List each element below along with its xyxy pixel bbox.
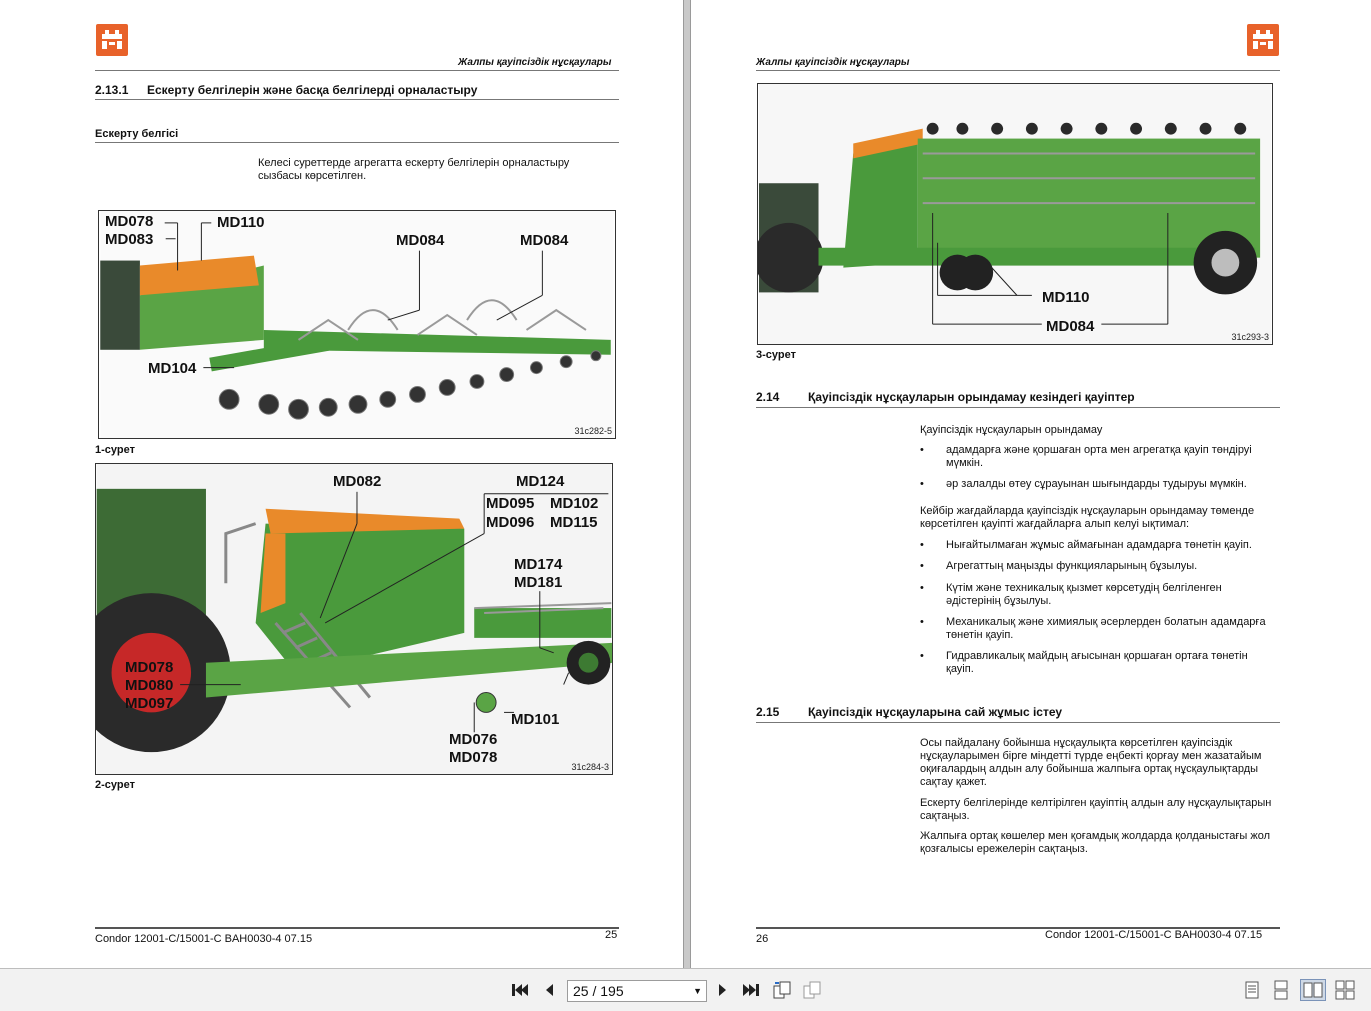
continuous-view-icon <box>1274 980 1288 1000</box>
footer-page-number: 25 <box>605 929 618 941</box>
label-md110: MD110 <box>1042 289 1090 306</box>
first-page-button[interactable] <box>509 979 531 1001</box>
label-md078: MD078 <box>105 213 154 230</box>
label-md110: MD110 <box>217 214 265 231</box>
paragraph: Кейбір жағдайларда қауіпсіздік нұсқаулар… <box>920 505 1255 530</box>
page-number-select[interactable]: 25 / 195 ▼ <box>567 980 707 1002</box>
section-heading: 2.15 Қауіпсіздік нұсқауларына сай жұмыс і… <box>756 705 1062 719</box>
label-md096: MD096 <box>486 514 535 531</box>
section-number: 2.14 <box>756 390 780 404</box>
label-md102: MD102 <box>550 495 599 512</box>
page-gutter <box>683 0 691 968</box>
continuous-view-button[interactable] <box>1270 979 1292 1001</box>
label-md095: MD095 <box>486 495 535 512</box>
paragraph: Ескерту белгілерінде келтірілген қауіпті… <box>920 797 1272 822</box>
paragraph: Осы пайдалану бойынша нұсқаулықта көрсет… <box>920 737 1262 788</box>
figure-3: MD110 MD084 31c293-3 <box>757 83 1273 345</box>
label-md104: MD104 <box>148 360 197 377</box>
label-md084-a: MD084 <box>396 232 445 249</box>
label-md084: MD084 <box>1046 318 1095 335</box>
next-page-button[interactable] <box>712 979 734 1001</box>
label-md101: MD101 <box>511 711 560 728</box>
next-page-icon <box>719 984 726 996</box>
page-26: Жалпы қауіпсіздік нұсқаулары <box>691 0 1371 968</box>
first-page-icon <box>512 984 528 996</box>
header-rule <box>756 70 1280 71</box>
prev-page-button[interactable] <box>538 979 560 1001</box>
viewer-toolbar: 25 / 195 ▼ <box>0 968 1371 1011</box>
last-page-icon <box>743 984 759 996</box>
last-page-button[interactable] <box>740 979 762 1001</box>
section-title: Ескерту белгілерін және басқа белгілерді… <box>147 83 478 97</box>
copy-icon <box>803 981 821 999</box>
rotate-icon <box>773 981 791 999</box>
heading-rule <box>95 99 619 100</box>
footer-rule <box>95 927 619 929</box>
label-md124: MD124 <box>516 473 565 490</box>
single-page-view-icon <box>1245 981 1259 999</box>
paragraph: Қауіпсіздік нұсқауларын орындамау <box>920 424 1103 436</box>
label-md084-b: MD084 <box>520 232 569 249</box>
page-indicator: 25 / 195 <box>573 983 624 999</box>
label-md115: MD115 <box>550 514 598 531</box>
figure-id: 31c282-5 <box>574 426 612 436</box>
heading-rule <box>756 722 1280 723</box>
label-md181: MD181 <box>514 574 563 591</box>
two-page-view-button[interactable] <box>1300 979 1326 1001</box>
header-rule <box>95 70 619 71</box>
section-number: 2.13.1 <box>95 83 129 97</box>
label-md078-b: MD078 <box>125 659 174 676</box>
label-md097: MD097 <box>125 695 174 712</box>
prev-page-icon <box>546 984 553 996</box>
figure-id: 31c293-3 <box>1231 332 1269 342</box>
footer-doc: Condor 12001-C/15001-C BAH0030-4 07.15 <box>1045 929 1263 941</box>
footer-rule <box>756 927 1280 929</box>
chevron-down-icon: ▼ <box>693 986 702 996</box>
section-title: Қауіпсіздік нұсқауларына сай жұмыс істеу <box>808 705 1063 719</box>
running-header: Жалпы қауіпсіздік нұсқаулары <box>458 57 612 68</box>
running-header: Жалпы қауіпсіздік нұсқаулары <box>756 57 910 68</box>
rotate-button[interactable] <box>771 979 793 1001</box>
figure-2: MD082 MD124 MD095 MD102 MD096 MD115 MD17… <box>95 463 613 775</box>
label-md078-c: MD078 <box>449 749 498 766</box>
two-page-continuous-view-icon <box>1335 980 1355 1000</box>
figure-caption: 1-сурет <box>95 444 135 456</box>
copy-button[interactable] <box>801 979 823 1001</box>
section-heading: 2.14 Қауіпсіздік нұсқауларын орындамау ке… <box>756 390 1135 404</box>
figure-caption: 2-сурет <box>95 779 135 791</box>
paragraph: Жалпыға ортақ көшелер мен қоғамдық жолда… <box>920 830 1271 855</box>
figure-id: 31c284-3 <box>571 762 609 772</box>
subheading-rule <box>95 142 619 143</box>
section-heading: 2.13.1 Ескерту белгілерін және басқа белг… <box>95 83 477 97</box>
figure-caption: 3-сурет <box>756 349 796 361</box>
intro-text: Келесі суреттерде агрегатта ескерту белг… <box>258 157 570 182</box>
label-md083: MD083 <box>105 231 154 248</box>
label-md080: MD080 <box>125 677 174 694</box>
footer-page-number: 26 <box>756 933 769 945</box>
label-md174: MD174 <box>514 556 563 573</box>
heading-rule <box>756 407 1280 408</box>
two-page-continuous-view-button[interactable] <box>1334 979 1356 1001</box>
two-page-view-icon <box>1303 982 1323 998</box>
footer-doc: Condor 12001-C/15001-C BAH0030-4 07.15 <box>95 933 313 945</box>
amazone-logo <box>1247 24 1279 56</box>
label-md076: MD076 <box>449 731 498 748</box>
label-md082: MD082 <box>333 473 382 490</box>
single-page-view-button[interactable] <box>1241 979 1263 1001</box>
section-title: Қауіпсіздік нұсқауларын орындамау кезінд… <box>808 390 1135 404</box>
amazone-logo <box>96 24 128 56</box>
figure-1: MD078 MD083 MD110 MD084 MD084 MD104 31c2… <box>98 210 616 439</box>
subheading: Ескерту белгісі <box>95 128 179 140</box>
section-number: 2.15 <box>756 705 780 719</box>
